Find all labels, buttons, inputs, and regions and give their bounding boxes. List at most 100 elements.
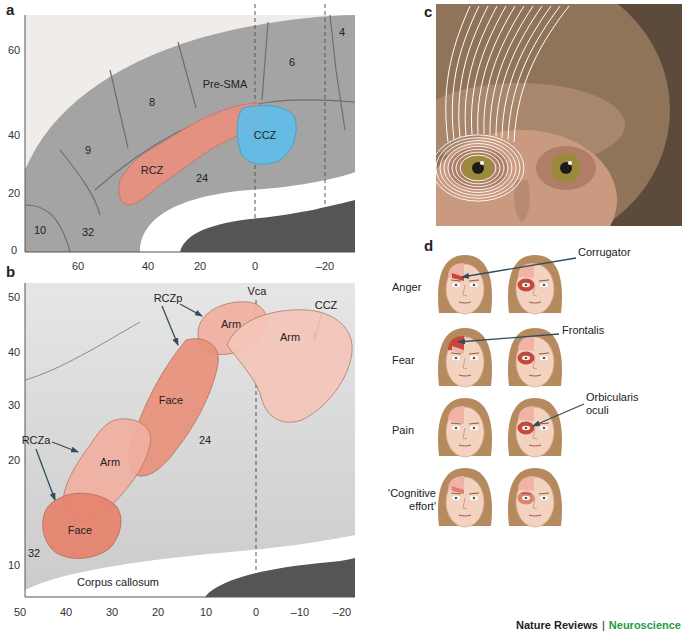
area-boundary bbox=[330, 15, 345, 130]
region-name: Face bbox=[68, 524, 92, 537]
face-skin bbox=[516, 407, 554, 457]
eyebrow bbox=[521, 280, 549, 281]
axis-tick: 40 bbox=[142, 260, 154, 273]
iris bbox=[551, 153, 581, 183]
eyebrow bbox=[451, 353, 479, 354]
axis-tick: 40 bbox=[8, 129, 20, 142]
zone-label: CCZ bbox=[315, 299, 338, 312]
area-number: Pre-SMA bbox=[203, 78, 248, 91]
nose bbox=[533, 358, 537, 369]
dashed-reference-line bbox=[325, 4, 326, 252]
axis-tick: 10 bbox=[8, 559, 20, 572]
mouth bbox=[529, 515, 541, 516]
sulcus-line bbox=[25, 322, 140, 380]
area-number: 32 bbox=[28, 547, 40, 560]
face-skin bbox=[446, 337, 484, 387]
monkey-photo bbox=[436, 4, 682, 226]
eye bbox=[452, 356, 460, 360]
muscle-contour bbox=[460, 155, 496, 181]
axis-tick: 40 bbox=[8, 346, 20, 359]
muscle-fibre bbox=[478, 6, 515, 134]
emotion-label: 'Cognitive effort' bbox=[378, 487, 436, 512]
nose bbox=[533, 498, 537, 509]
eyebrow bbox=[521, 493, 549, 494]
journal-name: Neuroscience bbox=[609, 619, 681, 632]
pupil bbox=[455, 497, 458, 500]
mouth bbox=[529, 445, 541, 446]
emotion-label: Anger bbox=[392, 281, 421, 294]
frontalis-muscle bbox=[518, 406, 534, 421]
footer: Nature Reviews|Neuroscience bbox=[516, 619, 681, 632]
eyebrow bbox=[451, 423, 479, 424]
face-skin bbox=[446, 264, 484, 314]
axis-tick: 50 bbox=[14, 606, 26, 619]
axis-tick: 0 bbox=[252, 260, 258, 273]
zone-label: RCZa bbox=[22, 434, 51, 447]
hair bbox=[438, 398, 492, 456]
panel-letter: b bbox=[6, 263, 15, 280]
area-boundary bbox=[178, 42, 196, 108]
area-number: 32 bbox=[82, 226, 94, 239]
panel-letter: d bbox=[424, 237, 433, 254]
muscle-fibre bbox=[490, 6, 533, 135]
area-number: 9 bbox=[85, 144, 91, 157]
eye bbox=[540, 496, 548, 500]
face-illustrations bbox=[438, 255, 562, 527]
eye bbox=[540, 283, 548, 287]
mouth bbox=[529, 302, 541, 303]
pupil bbox=[525, 357, 528, 360]
pupil bbox=[543, 357, 546, 360]
eye bbox=[452, 283, 460, 287]
eye bbox=[452, 496, 460, 500]
eyebrow bbox=[451, 493, 479, 494]
face-skin bbox=[516, 264, 554, 314]
hair bbox=[508, 398, 562, 456]
muscle-contour bbox=[456, 152, 500, 184]
brain-region: CCZ bbox=[233, 103, 298, 168]
face-skin bbox=[446, 407, 484, 457]
mouth bbox=[529, 375, 541, 376]
leader-arrow bbox=[533, 404, 584, 426]
pupil bbox=[525, 284, 528, 287]
ventricle bbox=[180, 200, 355, 252]
pupil bbox=[472, 162, 484, 174]
leader-arrow bbox=[162, 306, 178, 345]
frontalis-muscle bbox=[518, 476, 534, 491]
mouth bbox=[459, 445, 471, 446]
pupil bbox=[473, 357, 476, 360]
area-boundary bbox=[60, 150, 100, 215]
eye-socket bbox=[448, 146, 508, 190]
muscle-contour bbox=[444, 144, 512, 193]
pupil bbox=[543, 497, 546, 500]
eyebrow bbox=[451, 280, 479, 281]
eye bbox=[452, 426, 460, 430]
area-boundary bbox=[262, 22, 268, 100]
face bbox=[508, 468, 562, 527]
face-skin bbox=[446, 477, 484, 527]
brain-region: Arm bbox=[222, 305, 355, 427]
leader-arrow bbox=[180, 304, 202, 316]
emotion-label: Fear bbox=[392, 354, 415, 367]
face bbox=[438, 398, 492, 457]
axis-tick: 0 bbox=[253, 606, 259, 619]
area-boundary bbox=[25, 205, 70, 252]
eye bbox=[470, 283, 478, 287]
axis-tick: 50 bbox=[8, 291, 20, 304]
area-number: 24 bbox=[199, 434, 211, 447]
region-shape bbox=[43, 493, 121, 558]
muscle-label: Orbicularis oculi bbox=[586, 391, 652, 416]
nose bbox=[463, 498, 467, 509]
eye bbox=[470, 356, 478, 360]
panel-b-art bbox=[25, 283, 355, 597]
zone-label: RCZp bbox=[154, 292, 183, 305]
eye bbox=[540, 426, 548, 430]
muscle-fibre bbox=[496, 6, 542, 136]
muscle-label: Corrugator bbox=[578, 246, 631, 259]
axis-line bbox=[25, 15, 26, 252]
face bbox=[438, 328, 492, 387]
face bbox=[438, 468, 492, 527]
area-boundary bbox=[110, 70, 128, 148]
muscle-fibre bbox=[514, 6, 569, 142]
pupil bbox=[455, 357, 458, 360]
nose bbox=[463, 428, 467, 439]
